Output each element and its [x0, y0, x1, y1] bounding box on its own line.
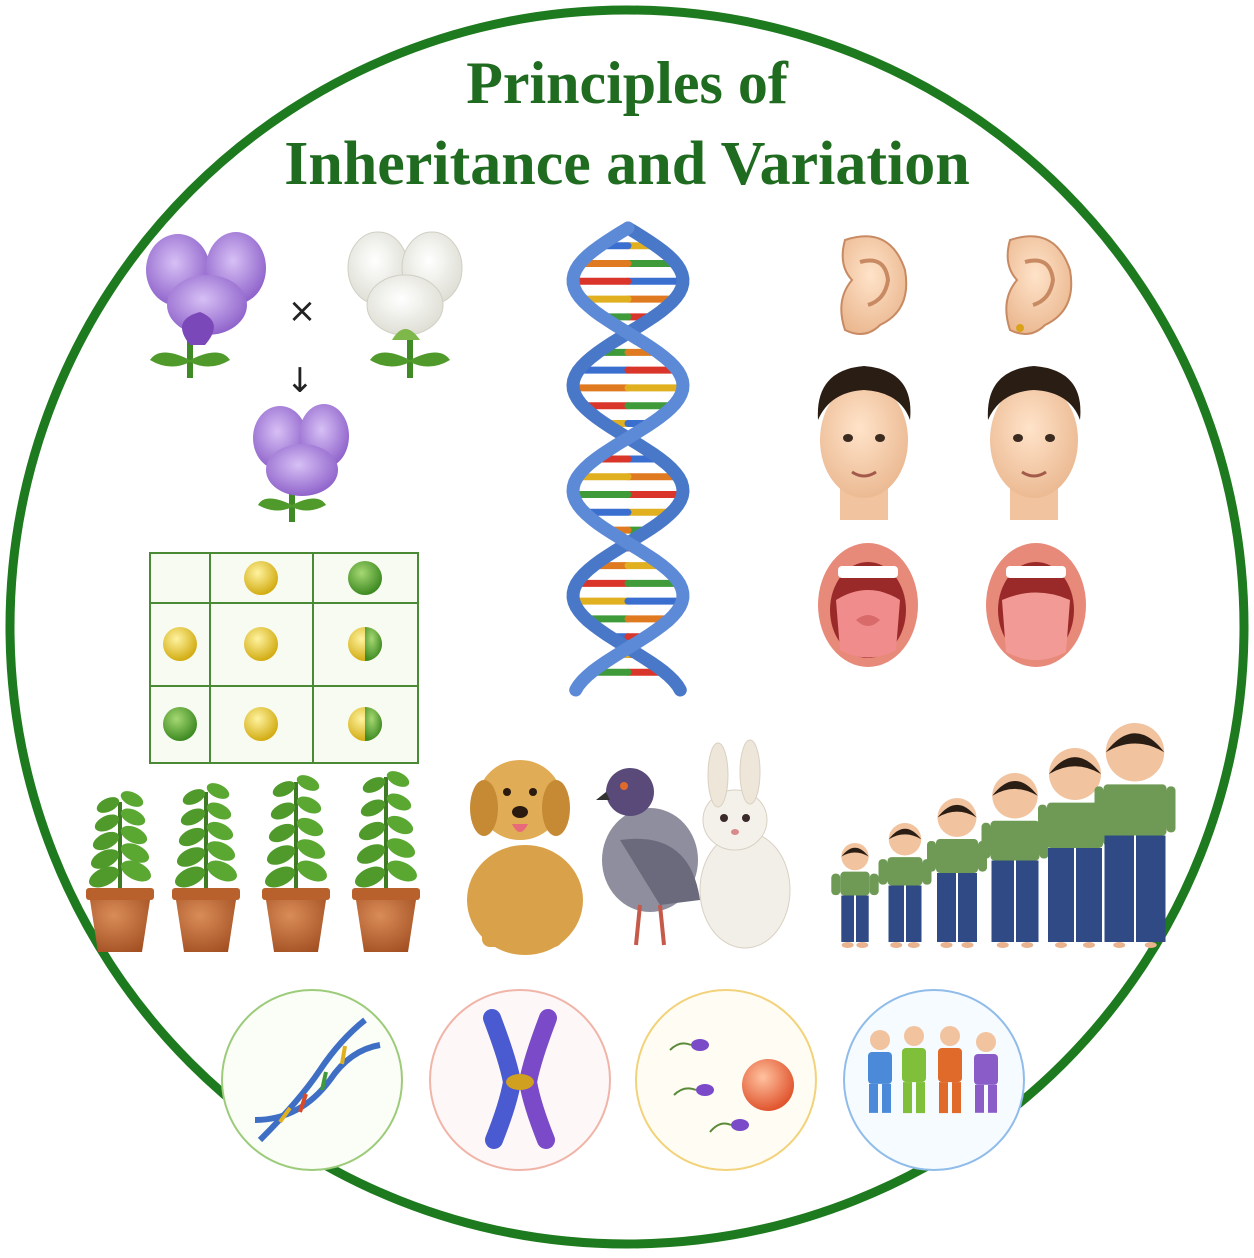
ear-icon: [840, 235, 908, 335]
green-pea-icon: [348, 561, 382, 595]
title-line-2: Inheritance and Variation: [284, 130, 970, 198]
dog-icon: [467, 760, 583, 955]
person-icon: [974, 1032, 998, 1113]
boy-icon: [831, 843, 879, 948]
person-icon: [902, 1026, 926, 1114]
ear-icon: [1005, 235, 1073, 335]
rabbit-icon: [699, 739, 791, 949]
person-icon: [938, 1026, 962, 1114]
face-icon: [817, 366, 911, 520]
yellow-pea-icon: [163, 627, 197, 661]
chromosome-circle-icon: [429, 989, 611, 1171]
potted-plant-icon: [86, 791, 154, 952]
border-ring: [5, 5, 1249, 1249]
boy-icon: [927, 798, 987, 948]
dna-helix-icon: [566, 221, 690, 697]
boy-icon: [878, 823, 932, 948]
dna-circle-icon: [221, 989, 403, 1171]
boy-icon: [981, 773, 1049, 948]
potted-plant-icon: [172, 783, 240, 952]
potted-plant-icon: [262, 775, 330, 952]
tongue-icon: [818, 543, 918, 667]
title-line-1: Principles of: [466, 50, 788, 116]
boy-icon: [1094, 723, 1176, 948]
white-flower-icon: [347, 231, 463, 378]
dna-backbone: [566, 221, 690, 697]
purple-flower-icon: [146, 232, 266, 378]
arrow-symbol: ↓: [286, 361, 315, 401]
dna-backbone: [566, 221, 690, 697]
tongue-icon: [986, 543, 1086, 667]
pigeon-icon: [596, 768, 700, 946]
boy-icon: [1038, 748, 1112, 948]
green-pea-icon: [163, 707, 197, 741]
potted-plant-icon: [352, 771, 420, 952]
face-icon: [987, 366, 1081, 520]
offspring-flower-icon: [253, 404, 349, 522]
yellow-pea-icon: [244, 627, 278, 661]
person-icon: [868, 1030, 892, 1113]
punnett-square: [149, 552, 419, 764]
cross-symbol: ×: [288, 291, 317, 331]
yellow-pea-icon: [244, 707, 278, 741]
sperm-egg-circle-icon: [635, 989, 817, 1171]
yellow-pea-icon: [244, 561, 278, 595]
